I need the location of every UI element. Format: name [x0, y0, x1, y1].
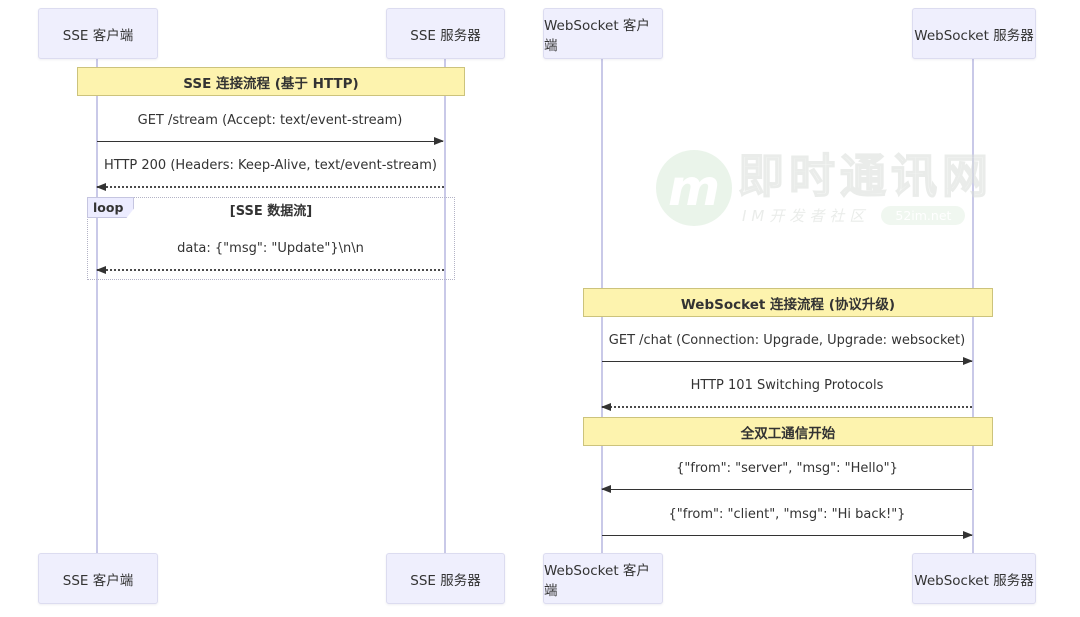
loop-keyword-label: loop — [87, 197, 134, 218]
lifeline-sse-client — [96, 57, 98, 553]
message-text: HTTP 101 Switching Protocols — [690, 378, 884, 393]
actor-sse-client-bottom: SSE 客户端 — [38, 553, 158, 604]
arrowhead-left-icon — [601, 484, 611, 493]
message-text: {"from": "server", "msg": "Hello"} — [676, 461, 898, 476]
actor-label: SSE 服务器 — [410, 572, 481, 589]
message-ws-from-server: {"from": "server", "msg": "Hello"} — [601, 459, 972, 493]
arrowhead-right-icon — [963, 530, 973, 539]
watermark-subrow: IM开发者社区 52im.net — [742, 205, 993, 226]
message-text: GET /chat (Connection: Upgrade, Upgrade:… — [608, 333, 966, 348]
watermark-subtitle: IM开发者社区 — [742, 206, 870, 225]
actor-sse-server-top: SSE 服务器 — [386, 8, 505, 59]
actor-sse-client-top: SSE 客户端 — [38, 8, 158, 59]
actor-label: SSE 服务器 — [410, 27, 481, 44]
message-sse-data-update: data: {"msg": "Update"}\n\n — [96, 239, 444, 274]
actor-sse-server-bottom: SSE 服务器 — [386, 553, 505, 604]
message-text: HTTP 200 (Headers: Keep-Alive, text/even… — [103, 158, 438, 173]
actor-label: WebSocket 客户端 — [544, 17, 650, 54]
watermark: m 即时通讯网 IM开发者社区 52im.net — [656, 149, 993, 226]
lifeline-sse-server — [444, 57, 446, 553]
actor-label: WebSocket 客户端 — [544, 562, 650, 599]
message-sse-get-stream: GET /stream (Accept: text/event-stream) — [97, 111, 444, 145]
arrowhead-left-icon — [601, 402, 611, 411]
actor-websocket-client-top: WebSocket 客户端 — [543, 8, 663, 59]
message-arrow-solid-left — [601, 484, 972, 493]
message-arrow-dashed-left — [601, 402, 972, 411]
message-arrow-dashed-left — [96, 182, 444, 191]
message-ws-from-client: {"from": "client", "msg": "Hi back!"} — [602, 505, 973, 539]
actor-label: SSE 客户端 — [62, 27, 134, 44]
message-arrow-solid-right — [602, 530, 973, 539]
message-text: {"from": "client", "msg": "Hi back!"} — [668, 507, 906, 522]
arrowhead-left-icon — [96, 182, 106, 191]
message-ws-get-chat: GET /chat (Connection: Upgrade, Upgrade:… — [602, 331, 973, 365]
watermark-logo-icon: m — [656, 150, 732, 226]
actor-websocket-server-top: WebSocket 服务器 — [912, 8, 1036, 59]
note-text: SSE 连接流程 (基于 HTTP) — [183, 75, 359, 92]
message-ws-http101: HTTP 101 Switching Protocols — [601, 376, 972, 411]
note-websocket-connect-flow: WebSocket 连接流程 (协议升级) — [583, 288, 993, 317]
message-sse-http200: HTTP 200 (Headers: Keep-Alive, text/even… — [96, 156, 444, 191]
loop-frame-sse-stream: loop [SSE 数据流] — [87, 197, 455, 280]
message-text: GET /stream (Accept: text/event-stream) — [137, 113, 403, 128]
arrowhead-right-icon — [434, 136, 444, 145]
watermark-badge: 52im.net — [881, 205, 966, 225]
watermark-text-block: 即时通讯网 IM开发者社区 52im.net — [737, 149, 993, 226]
watermark-title: 即时通讯网 — [737, 149, 993, 203]
watermark-logo-letter: m — [667, 159, 721, 217]
message-text: data: {"msg": "Update"}\n\n — [177, 241, 364, 256]
message-arrow-dashed-left — [96, 265, 444, 274]
arrowhead-right-icon — [963, 356, 973, 365]
message-arrow-solid-right — [97, 136, 444, 145]
note-text: 全双工通信开始 — [740, 425, 836, 442]
message-arrow-solid-right — [602, 356, 973, 365]
actor-websocket-server-bottom: WebSocket 服务器 — [912, 553, 1036, 604]
actor-label: WebSocket 服务器 — [914, 572, 1034, 589]
note-sse-connect-flow: SSE 连接流程 (基于 HTTP) — [77, 67, 465, 96]
loop-condition-title: [SSE 数据流] — [229, 204, 313, 219]
note-full-duplex-start: 全双工通信开始 — [583, 417, 993, 446]
arrowhead-left-icon — [96, 265, 106, 274]
actor-websocket-client-bottom: WebSocket 客户端 — [543, 553, 663, 604]
note-text: WebSocket 连接流程 (协议升级) — [680, 296, 896, 313]
actor-label: WebSocket 服务器 — [914, 27, 1034, 44]
actor-label: SSE 客户端 — [62, 572, 134, 589]
